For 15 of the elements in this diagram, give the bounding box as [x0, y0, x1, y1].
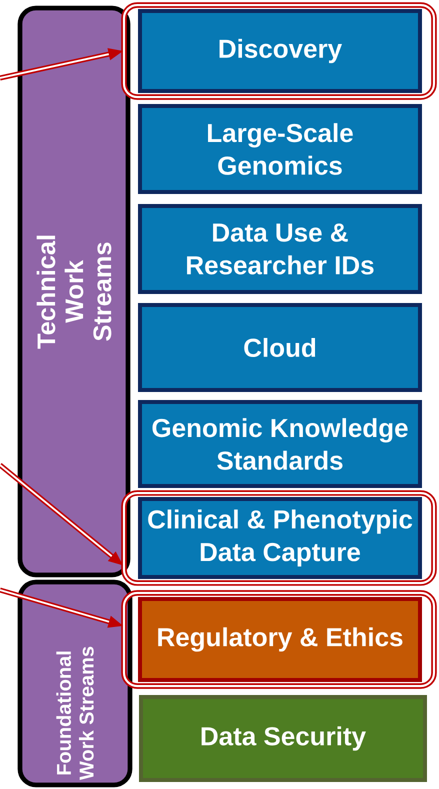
highlight-frame — [121, 490, 437, 586]
stream-box: Discovery — [138, 9, 422, 93]
band-label: Foundational Work Streams — [56, 646, 94, 780]
stream-box: Cloud — [138, 302, 422, 392]
band-label: Technical Work Streams — [36, 236, 112, 349]
side-band — [18, 6, 130, 578]
stream-box: Data Security — [139, 695, 427, 782]
stream-box: Data Use & Researcher IDs — [138, 204, 422, 294]
stream-box: Clinical & Phenotypic Data Capture — [138, 497, 422, 579]
stream-box: Large-Scale Genomics — [138, 104, 422, 194]
stream-box: Genomic Knowledge Standards — [138, 400, 422, 488]
stream-box: Regulatory & Ethics — [138, 596, 422, 682]
highlight-frame — [121, 2, 437, 100]
highlight-frame — [121, 590, 437, 689]
side-band — [18, 580, 132, 788]
